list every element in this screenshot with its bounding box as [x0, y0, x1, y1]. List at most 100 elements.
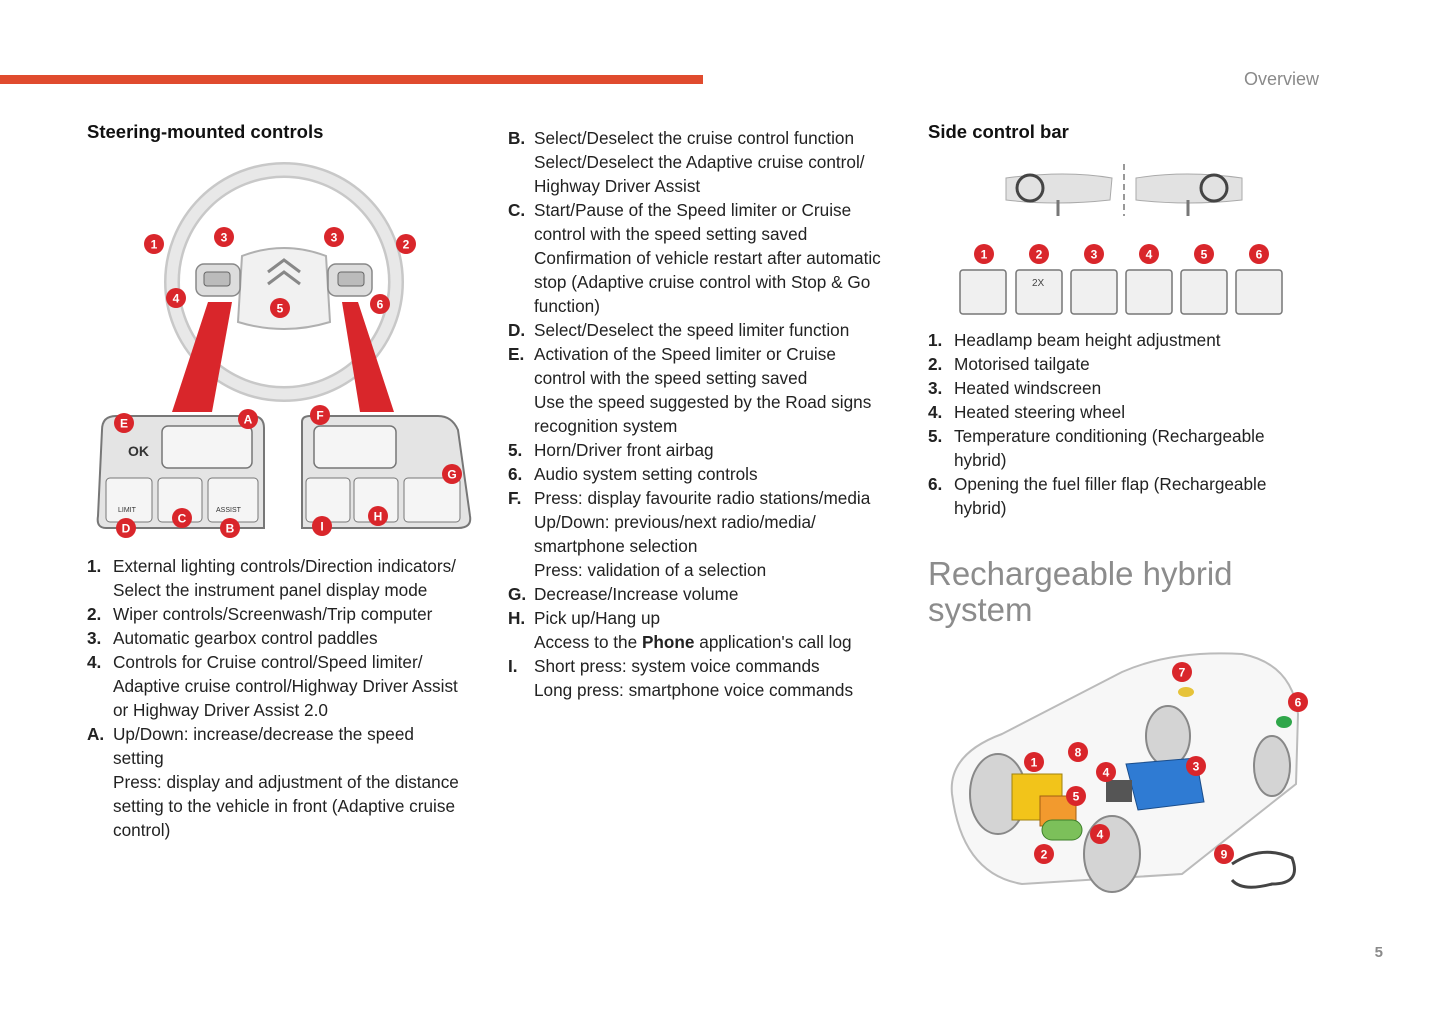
marker-1-label: 1 — [981, 248, 988, 262]
marker-g — [442, 464, 462, 484]
marker-6-label: 6 — [377, 298, 384, 312]
list-item: 5.Temperature conditioning (Rechargeable… — [928, 426, 1265, 470]
steering-icon-right — [1199, 173, 1229, 203]
ok-label: OK — [128, 443, 149, 459]
steering-controls-list: 1.External lighting controls/Direction i… — [87, 554, 487, 842]
marker-d-label: D — [122, 522, 131, 536]
wheel-rear-right — [1253, 735, 1291, 797]
list-item: 5.Horn/Driver front airbag — [508, 440, 714, 460]
marker-8-label: 8 — [1075, 746, 1082, 760]
marker-g-label: G — [447, 468, 456, 482]
marker-i — [312, 516, 332, 536]
list-item: 1.External lighting controls/Direction i… — [87, 556, 456, 600]
charging-cable — [1230, 850, 1296, 889]
marker-1 — [1024, 752, 1044, 772]
charging-flap-indicator — [1276, 716, 1292, 728]
list-item: 2.Wiper controls/Screenwash/Trip compute… — [87, 604, 433, 624]
marker-6-label: 6 — [1295, 696, 1302, 710]
right-zoom-beam — [342, 302, 394, 412]
marker-9-label: 9 — [1221, 848, 1228, 862]
marker-1-label: 1 — [1031, 756, 1038, 770]
steering-controls-list-continued: B.Select/Deselect the cruise control fun… — [508, 126, 908, 702]
marker-3-left — [214, 227, 234, 247]
side-control-bar-list: 1.Headlamp beam height adjustment 2.Moto… — [928, 328, 1308, 520]
marker-8 — [1068, 742, 1088, 762]
marker-1-label: 1 — [151, 238, 158, 252]
marker-5 — [1194, 244, 1214, 264]
marker-2-label: 2 — [1036, 248, 1043, 262]
section-accent-bar — [0, 75, 703, 84]
dashboard-right — [1135, 173, 1243, 204]
left-zoom-beam — [172, 302, 232, 412]
marker-a-label: A — [244, 413, 253, 427]
brand-chevrons — [267, 258, 301, 286]
side-control-bar-heading: Side control bar — [928, 121, 1069, 142]
limit-label: LIMIT — [118, 507, 137, 514]
marker-7-label: 7 — [1179, 666, 1186, 680]
list-item: G.Decrease/Increase volume — [508, 584, 739, 604]
marker-h-label: H — [374, 510, 383, 524]
marker-4-upper-label: 4 — [1103, 766, 1110, 780]
list-item: 1.Headlamp beam height adjustment — [928, 330, 1221, 350]
marker-3 — [1084, 244, 1104, 264]
marker-b-label: B — [226, 522, 235, 536]
list-item: 6.Audio system setting controls — [508, 464, 758, 484]
marker-b — [220, 518, 240, 538]
heated-windscreen-button — [1070, 269, 1118, 315]
marker-i-label: I — [320, 520, 323, 534]
charger-unit — [1106, 780, 1132, 802]
marker-3-left-label: 3 — [221, 231, 228, 245]
marker-5-label: 5 — [277, 302, 284, 316]
marker-3-label: 3 — [1193, 760, 1200, 774]
marker-4-label: 4 — [173, 292, 180, 306]
marker-f — [310, 405, 330, 425]
marker-2 — [1034, 844, 1054, 864]
marker-4-lower-label: 4 — [1097, 828, 1104, 842]
marker-3 — [1186, 756, 1206, 776]
steering-icon-left — [1015, 173, 1045, 203]
assist-label: ASSIST — [216, 507, 242, 514]
marker-6 — [1249, 244, 1269, 264]
wheel-hub — [236, 247, 332, 330]
fuel-flap-button — [1235, 269, 1283, 315]
list-item: F.Press: display favourite radio station… — [508, 488, 871, 580]
marker-3-right-label: 3 — [331, 231, 338, 245]
marker-a — [238, 409, 258, 429]
marker-f-label: F — [316, 409, 323, 423]
marker-h — [368, 506, 388, 526]
traction-battery — [1125, 757, 1205, 811]
marker-d — [116, 518, 136, 538]
list-item: C.Start/Pause of the Speed limiter or Cr… — [508, 200, 881, 316]
marker-4-upper — [1096, 762, 1116, 782]
speed-rocker — [161, 425, 253, 469]
marker-c — [172, 508, 192, 528]
wheel-rear-left — [1145, 705, 1191, 767]
list-item: B.Select/Deselect the cruise control fun… — [508, 128, 865, 196]
phone-line: Access to the Phone application's call l… — [534, 632, 852, 652]
marker-4-lower — [1090, 824, 1110, 844]
marker-e-label: E — [120, 417, 128, 431]
marker-6-label: 6 — [1256, 248, 1263, 262]
marker-3-label: 3 — [1091, 248, 1098, 262]
fuel-flap-indicator — [1178, 687, 1194, 697]
list-item: E.Activation of the Speed limiter or Cru… — [508, 344, 872, 436]
list-item: D.Select/Deselect the speed limiter func… — [508, 320, 850, 340]
tailgate-2x-label: 2X — [1032, 278, 1045, 289]
marker-5 — [1066, 786, 1086, 806]
list-item: 2.Motorised tailgate — [928, 354, 1090, 374]
marker-6 — [1288, 692, 1308, 712]
list-item: 3.Heated windscreen — [928, 378, 1102, 398]
hybrid-system-heading: Rechargeable hybrid system — [928, 555, 1233, 628]
marker-3-right — [324, 227, 344, 247]
headlamp-beam-button — [959, 269, 1007, 315]
list-item: 6.Opening the fuel filler flap (Recharge… — [928, 474, 1267, 518]
section-title: Overview — [1243, 69, 1319, 89]
marker-1 — [974, 244, 994, 264]
temperature-conditioning-button — [1180, 269, 1228, 315]
marker-c-label: C — [178, 512, 187, 526]
